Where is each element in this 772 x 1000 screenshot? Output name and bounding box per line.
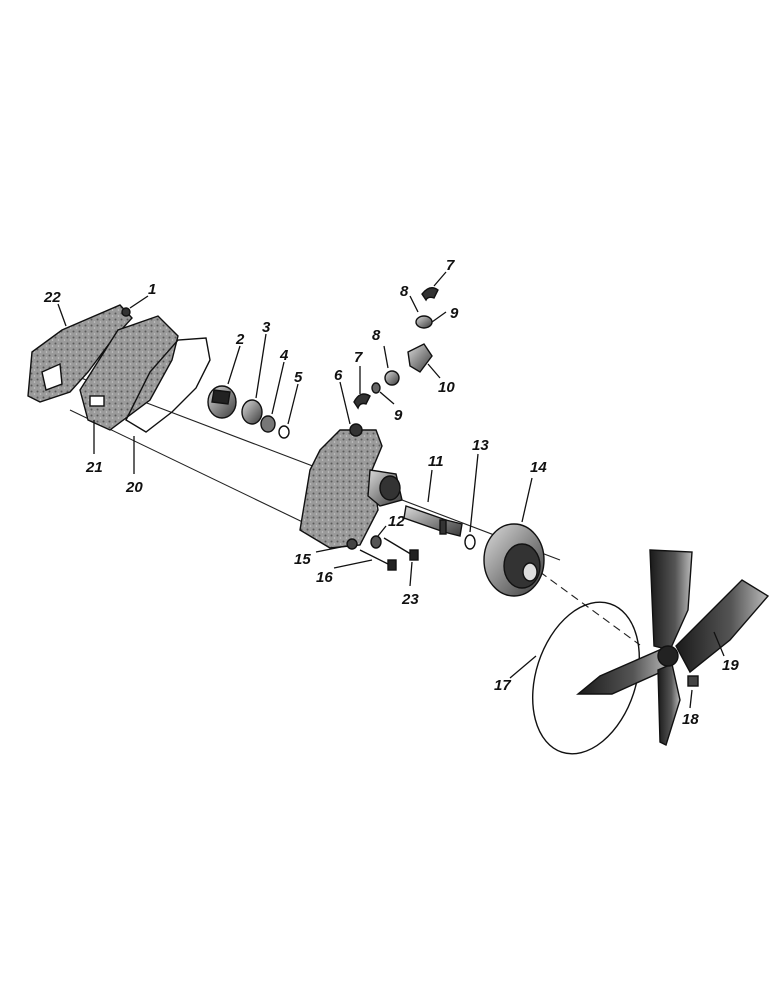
callout-17: 17 [494,677,511,694]
washer-part [260,415,276,433]
callout-13: 13 [472,437,489,454]
snap-ring-part [278,425,290,439]
washer-12-part [370,535,382,549]
callout-19: 19 [722,657,739,674]
callout-12: 12 [388,513,405,530]
pulley-part [483,523,545,597]
callout-7-upper: 7 [446,257,455,274]
callout-23: 23 [401,591,419,608]
bolt-16-part [359,549,397,571]
fan-bolt-part [687,675,699,687]
fitting-upper-part [421,287,439,302]
nut-lower-part [384,370,400,386]
callout-4: 4 [279,347,289,364]
screw-part [121,307,131,317]
gasket-part [79,315,179,431]
shaft-part [403,505,463,537]
belt-part [531,601,641,755]
center-axis-fan [539,571,641,646]
callout-5: 5 [294,369,303,386]
callout-1: 1 [148,281,156,298]
callout-2: 2 [235,331,245,348]
callout-22: 22 [43,289,61,306]
fitting-lower-part [353,393,371,410]
center-axis-lower [69,409,341,541]
callout-15: 15 [294,551,311,568]
cover-plate-part [27,304,133,403]
bolt-23-part [383,537,419,561]
callout-21: 21 [85,459,103,476]
fan-part [576,549,770,746]
elbow-part [407,343,433,373]
callout-3: 3 [262,319,271,336]
seal-part [241,399,263,425]
ring-gasket-part [125,337,211,433]
callout-7-lower: 7 [354,349,363,366]
callout-8-upper: 8 [400,283,409,300]
plug-lower-part [371,382,381,394]
callout-18: 18 [682,711,699,728]
callout-9-upper: 9 [450,305,459,322]
nut-upper-part [415,315,433,329]
leader-lines [57,271,725,709]
callout-11: 11 [428,453,444,470]
callout-8-lower: 8 [372,327,381,344]
callout-6: 6 [334,367,343,384]
callout-9-lower: 9 [394,407,403,424]
snap-ring-13-part [464,534,476,550]
lock-washer-part [346,538,358,550]
impeller-part [207,385,237,419]
callout-10: 10 [438,379,455,396]
pump-body-part [299,423,403,549]
callout-16: 16 [316,569,333,586]
callout-20: 20 [125,479,143,496]
callout-14: 14 [530,459,547,476]
